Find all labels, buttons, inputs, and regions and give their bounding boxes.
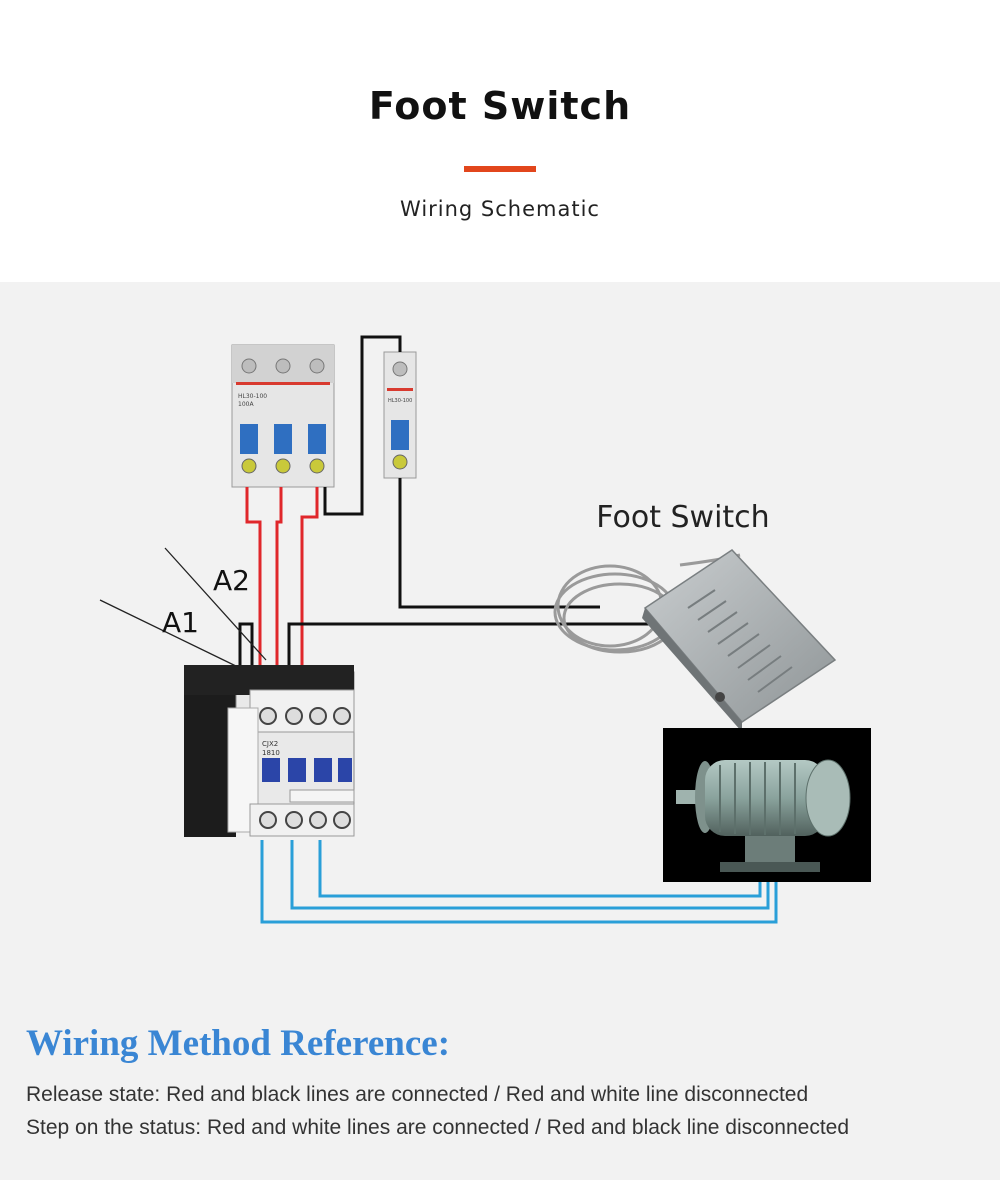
breaker-3p-label: HL30-100 [238,393,267,400]
red-wire-3 [300,487,319,688]
blue-wire-2 [290,840,770,910]
black-wire-foot-switch-2 [287,622,650,668]
breaker-toggle-3 [308,424,326,454]
breaker-1p-toggle [391,420,409,450]
contactor-label: CJX2 [262,740,278,748]
motor [663,728,871,882]
black-wire-foot-switch-1 [398,478,600,609]
a2-label: A2 [213,564,250,597]
page-title: Foot Switch [368,84,632,128]
foot-switch-pedal [642,549,837,732]
breaker-toggle-1 [240,424,258,454]
single-pole-breaker: HL30-100 [383,351,417,479]
black-wire-coil [238,622,254,668]
three-pole-breaker: HL30-100 100A [231,344,335,488]
page-subtitle: Wiring Schematic [400,197,600,221]
contactor: CJX2 1810 [184,665,355,837]
reference-release-state: Release state: Red and black lines are c… [26,1083,809,1106]
red-wire-2 [275,487,283,688]
wiring [238,335,778,924]
breaker-toggle-2 [274,424,292,454]
title-accent-bar [464,166,536,172]
reference-heading: Wiring Method Reference: [26,1023,451,1064]
svg-text:100A: 100A [238,401,254,408]
svg-text:1810: 1810 [262,749,280,757]
a2-pointer-line [164,547,267,661]
reference-step-state: Step on the status: Red and white lines … [26,1116,850,1139]
red-wire-1 [245,487,262,688]
black-wire-breaker-link [323,335,402,516]
header-section: Foot Switch Wiring Schematic [0,0,1000,282]
foot-switch-label: Foot Switch [596,500,769,535]
svg-text:HL30-100: HL30-100 [388,398,412,404]
blue-wire-1 [260,840,778,924]
a1-label: A1 [162,606,199,639]
a1-pointer-line [99,599,241,669]
blue-wire-3 [318,840,762,898]
